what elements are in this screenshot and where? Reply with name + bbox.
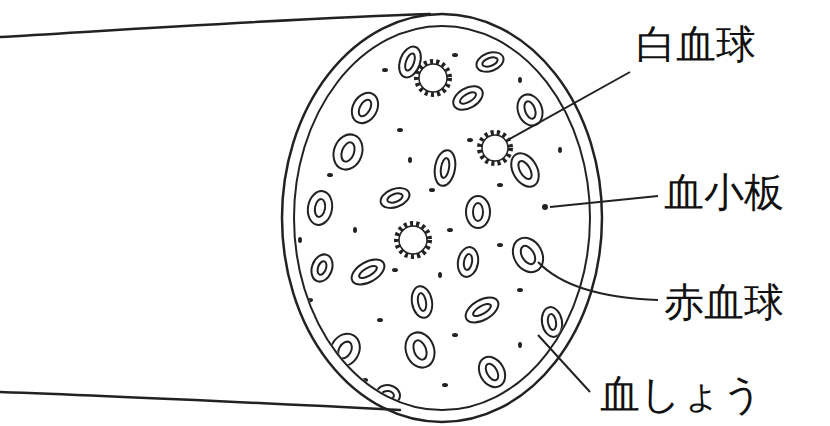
part-label: 白血球: [636, 22, 756, 66]
leader-lines: [508, 72, 658, 392]
part-label: 赤血球: [664, 280, 784, 324]
red-blood-cells: [305, 44, 564, 407]
part-label: 血小板: [664, 170, 784, 214]
vessel-wall: [0, 392, 400, 410]
white-blood-cells: [397, 62, 510, 256]
vessel-wall: [0, 14, 430, 37]
vessel-wall: [294, 26, 590, 410]
part-label: 血しょう: [600, 372, 763, 416]
vessel-wall: [282, 14, 602, 422]
platelets: [298, 53, 562, 387]
